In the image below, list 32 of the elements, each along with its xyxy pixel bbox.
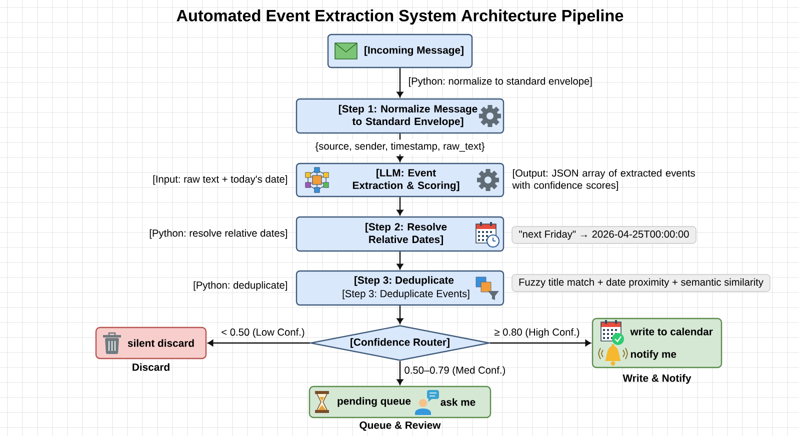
edge-label: < 0.50 (Low Conf.) bbox=[222, 328, 304, 338]
arrow bbox=[396, 134, 404, 162]
annotation: [Python: deduplicate] bbox=[194, 281, 287, 291]
note-box: Fuzzy title match + date proximity + semantic similarity bbox=[512, 274, 770, 292]
node-label: ask me bbox=[440, 398, 476, 406]
arrow bbox=[396, 306, 404, 324]
edge-label: [Python: normalize to standard envelope] bbox=[409, 77, 592, 87]
title: Automated Event Extraction System Architecture Pipeline bbox=[176, 9, 624, 25]
arrow bbox=[208, 340, 310, 346]
edge-label: {source, sender, timestamp, raw_text} bbox=[311, 140, 489, 154]
process-box: [Step 1: Normalize Message to Standard Envelope] bbox=[296, 98, 504, 134]
note-box: "next Friday" → 2026-04-25T00:00:00 bbox=[512, 226, 696, 244]
process-box: [Incoming Message] bbox=[327, 34, 473, 68]
outcome-box: pending queue ask me bbox=[308, 386, 492, 418]
arrow bbox=[490, 340, 591, 346]
annotation: [Input: raw text + today's date] bbox=[153, 175, 287, 185]
node-label: Write & Notify bbox=[622, 374, 692, 384]
node-label: Queue & Review bbox=[360, 421, 441, 431]
process-box: [LLM: Event Extraction & Scoring] bbox=[296, 162, 504, 198]
arrow bbox=[396, 252, 404, 270]
edge-label: ≥ 0.80 (High Conf.) bbox=[494, 328, 580, 338]
arrow bbox=[396, 361, 404, 385]
process-box: [Step 2: Resolve Relative Dates] bbox=[296, 216, 504, 252]
annotation: [Output: JSON array of extracted events with confidence scores] bbox=[512, 169, 695, 191]
arrow bbox=[396, 68, 404, 98]
process-box: [Step 3: Deduplicate [Step 3: Deduplicate Events] bbox=[296, 270, 504, 306]
arrow bbox=[396, 197, 404, 216]
outcome-box: silent discard bbox=[95, 326, 207, 360]
node-label: Discard bbox=[132, 363, 170, 371]
annotation: [Python: resolve relative dates] bbox=[150, 229, 287, 239]
edge-label: 0.50–0.79 (Med Conf.) bbox=[404, 366, 505, 376]
node-label: pending queue bbox=[338, 397, 411, 407]
